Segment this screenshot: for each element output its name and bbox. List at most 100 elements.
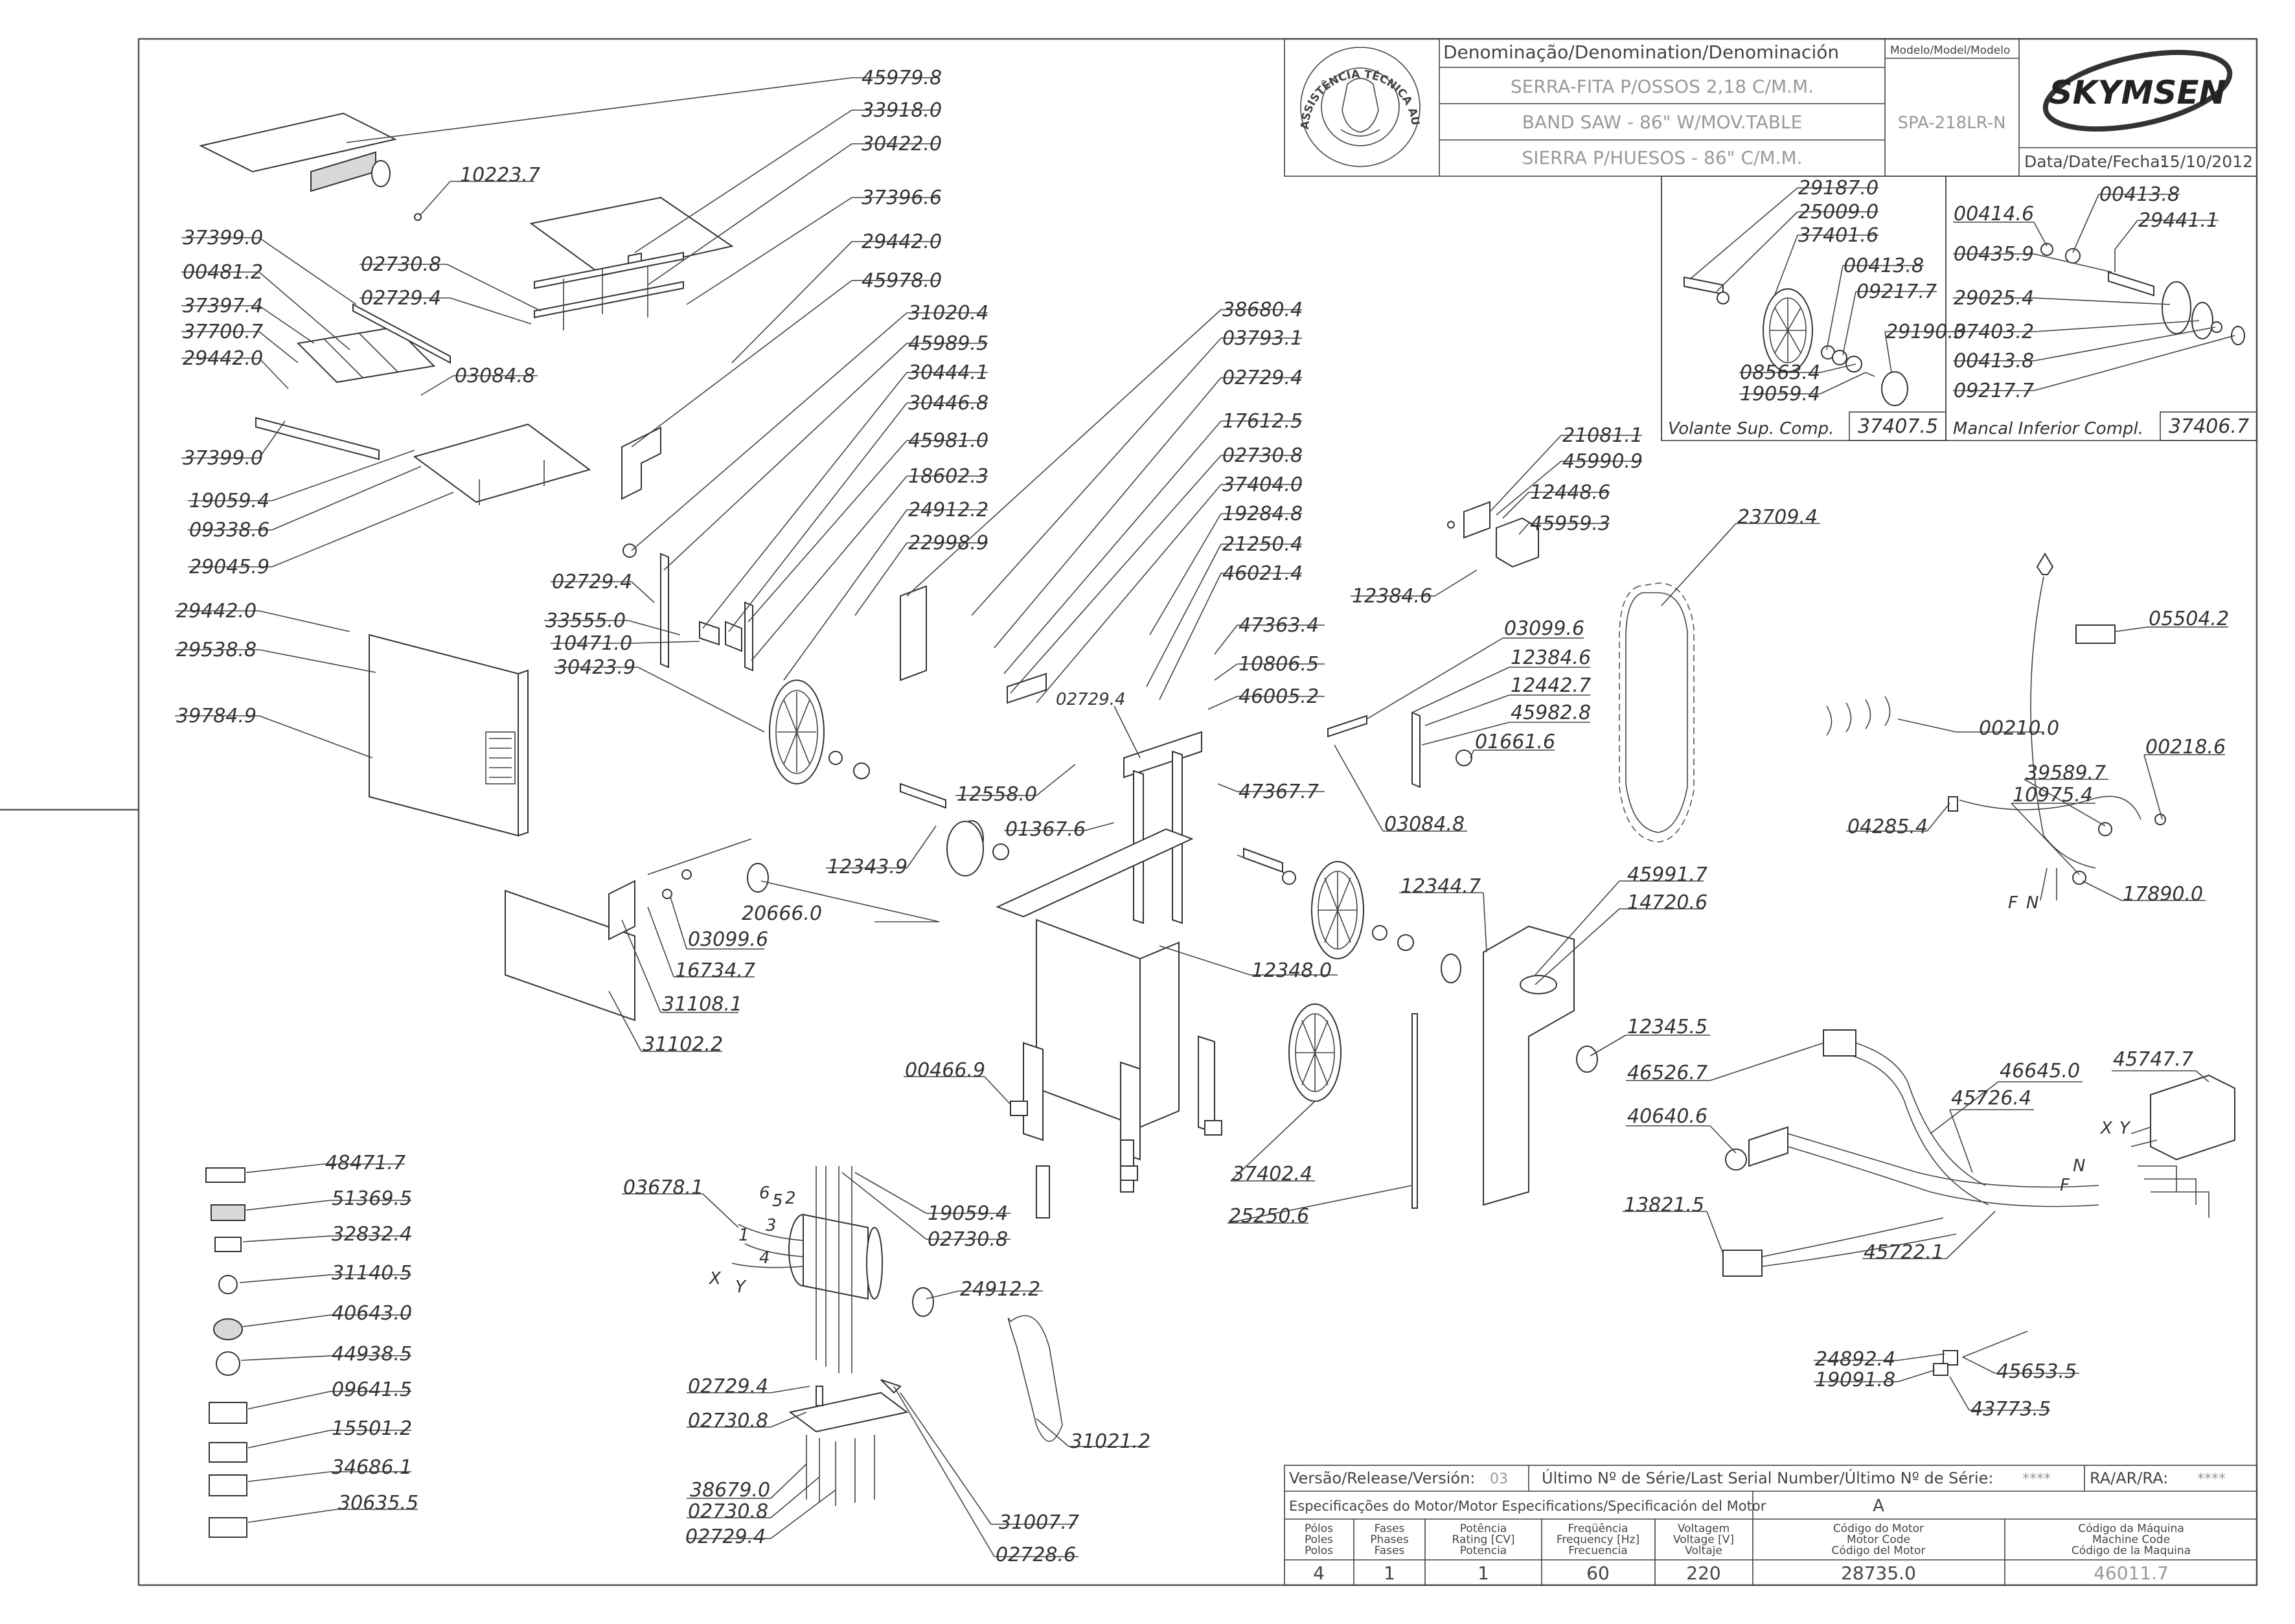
wire-label: 6 xyxy=(759,1184,770,1203)
part-label: 45653.5 xyxy=(1996,1360,2077,1383)
col-header: Voltaje xyxy=(1685,1544,1722,1557)
part-label: 19059.4 xyxy=(1740,383,1820,406)
lower-bearing-assembly xyxy=(2040,243,2245,345)
guide-labels: 21081.1 45990.9 12448.6 45959.3 12384.6 … xyxy=(1352,424,1818,836)
motor-variant: A xyxy=(1873,1496,1884,1516)
part-label: 00210.0 xyxy=(1979,717,2059,740)
part-label: 10975.4 xyxy=(2013,784,2093,806)
leader-lines xyxy=(175,77,2235,1557)
part-label: 16734.7 xyxy=(675,959,755,982)
part-label: 29187.0 xyxy=(1798,177,1878,200)
part-label: 25009.0 xyxy=(1798,201,1878,223)
frequency-value: 60 xyxy=(1586,1562,1610,1584)
authorized-service-seal: ASSISTÊNCIA TÉCNICA AUTORIZADA xyxy=(0,0,1422,167)
part-label: 02730.8 xyxy=(1222,444,1303,467)
part-label: 37396.6 xyxy=(862,187,942,209)
col-header: Potencia xyxy=(1460,1544,1507,1557)
machine-code-value: 46011.7 xyxy=(2094,1562,2169,1584)
name-en: BAND SAW - 86" W/MOV.TABLE xyxy=(1522,111,1803,133)
part-label: 02729.4 xyxy=(552,571,632,593)
part-label: 37402.4 xyxy=(1232,1163,1312,1185)
part-label: 12344.7 xyxy=(1400,875,1481,898)
inset-code: 37407.5 xyxy=(1858,415,1938,438)
part-label: 03793.1 xyxy=(1222,327,1303,350)
col-header: Motor Code xyxy=(1847,1533,1910,1546)
blade-guide-assembly xyxy=(1327,501,1539,788)
sliding-table-assembly xyxy=(199,112,734,505)
wire-label: X xyxy=(708,1269,722,1288)
part-label: 00218.6 xyxy=(2145,736,2226,759)
motor-assembly xyxy=(731,1166,1063,1506)
part-label: 45722.1 xyxy=(1864,1241,1944,1264)
part-label: 09338.6 xyxy=(189,519,269,542)
col-header: Freqüência xyxy=(1568,1522,1628,1535)
drawing-frame xyxy=(137,38,2258,1586)
serial-value: **** xyxy=(2022,1471,2051,1487)
part-label: 12384.6 xyxy=(1511,646,1591,669)
part-label: 29442.0 xyxy=(183,347,263,370)
part-label: 03084.8 xyxy=(1384,813,1465,836)
part-label: 12558.0 xyxy=(957,783,1037,806)
svg-text:ASSISTÊNCIA TÉCNICA AUTORIZADA: ASSISTÊNCIA TÉCNICA AUTORIZADA xyxy=(0,0,1422,130)
part-label: 31102.2 xyxy=(643,1033,723,1056)
power-labels: 05504.2 00210.0 00218.6 39589.7 10975.4 … xyxy=(1847,608,2229,913)
part-label: 12442.7 xyxy=(1511,674,1591,697)
wire-label: N xyxy=(2026,893,2038,913)
part-label: 31007.7 xyxy=(999,1511,1079,1534)
name-pt: SERRA-FITA P/OSSOS 2,18 C/M.M. xyxy=(1511,76,1814,97)
part-label: 10223.7 xyxy=(460,164,540,187)
col-header: Voltage [V] xyxy=(1673,1533,1734,1546)
part-label: 31021.2 xyxy=(1070,1430,1150,1453)
part-label: 19059.4 xyxy=(928,1202,1008,1225)
band-saw-blade xyxy=(1619,582,1695,843)
date-value: 15/10/2012 xyxy=(2160,152,2253,171)
part-label: 17890.0 xyxy=(2123,883,2203,906)
part-label: 29190.0 xyxy=(1886,321,1966,343)
part-label: 29538.8 xyxy=(176,639,257,661)
col-header: Fases xyxy=(1375,1544,1405,1557)
part-label: 46526.7 xyxy=(1627,1062,1707,1084)
part-label: 02728.6 xyxy=(996,1544,1076,1566)
motor-code-value: 28735.0 xyxy=(1841,1562,1916,1584)
part-label: 44938.5 xyxy=(332,1343,412,1366)
motor-labels: 03678.1 19059.4 02730.8 24912.2 02729.4 … xyxy=(623,1176,1150,1566)
part-label: 10806.5 xyxy=(1239,653,1319,676)
col-header: Código da Máquina xyxy=(2078,1522,2184,1535)
part-label: 18602.3 xyxy=(908,465,988,488)
part-label: 24912.2 xyxy=(960,1278,1040,1301)
part-label: 03099.6 xyxy=(1504,617,1584,640)
part-label: 02730.8 xyxy=(688,1500,768,1523)
part-label: 19091.8 xyxy=(1815,1369,1895,1391)
serial-label: Último Nº de Série/Last Serial Number/Úl… xyxy=(1542,1468,1993,1487)
part-label: 02730.8 xyxy=(928,1228,1008,1251)
inset-title: Mancal Inferior Compl. xyxy=(1953,419,2143,439)
part-label: 24892.4 xyxy=(1815,1348,1895,1371)
part-label: 45978.0 xyxy=(862,269,942,292)
lower-labels: 12348.0 00466.9 37402.4 25250.6 12344.7 … xyxy=(905,863,1707,1228)
inset-title: Volante Sup. Comp. xyxy=(1668,419,1834,439)
ra-value: **** xyxy=(2197,1471,2226,1487)
poles-value: 4 xyxy=(1313,1562,1325,1584)
model-code: SPA-218LR-N xyxy=(1897,113,2005,133)
part-label: 02729.4 xyxy=(1056,690,1126,709)
part-label: 04285.4 xyxy=(1847,816,1928,838)
name-es: SIERRA P/HUESOS - 86" C/M.M. xyxy=(1522,147,1802,168)
brand-text: SKYMSEN xyxy=(2050,74,2226,111)
part-label: 40640.6 xyxy=(1627,1105,1707,1128)
part-label: 09641.5 xyxy=(332,1378,412,1401)
part-label: 21250.4 xyxy=(1222,533,1303,556)
part-label: 02729.4 xyxy=(361,287,441,310)
lower-wheels xyxy=(1288,861,1461,1209)
upper-wheel-labels: 31020.4 45989.5 30444.1 30446.8 45981.0 … xyxy=(545,302,988,679)
col-header: Potência xyxy=(1460,1522,1507,1535)
motor-spec-label: Especificações do Motor/Motor Especifica… xyxy=(1289,1498,1766,1514)
table-labels: 45979.8 33918.0 30422.0 10223.7 37396.6 … xyxy=(183,67,942,578)
part-label: 45959.3 xyxy=(1530,512,1610,535)
wire-label: 4 xyxy=(759,1248,770,1268)
part-label: 23709.4 xyxy=(1737,506,1818,529)
part-label: 39784.9 xyxy=(176,705,257,727)
part-label: 05504.2 xyxy=(2149,608,2229,630)
part-label: 25250.6 xyxy=(1229,1205,1309,1228)
part-label: 40643.0 xyxy=(332,1302,412,1325)
part-label: 30423.9 xyxy=(555,656,635,679)
